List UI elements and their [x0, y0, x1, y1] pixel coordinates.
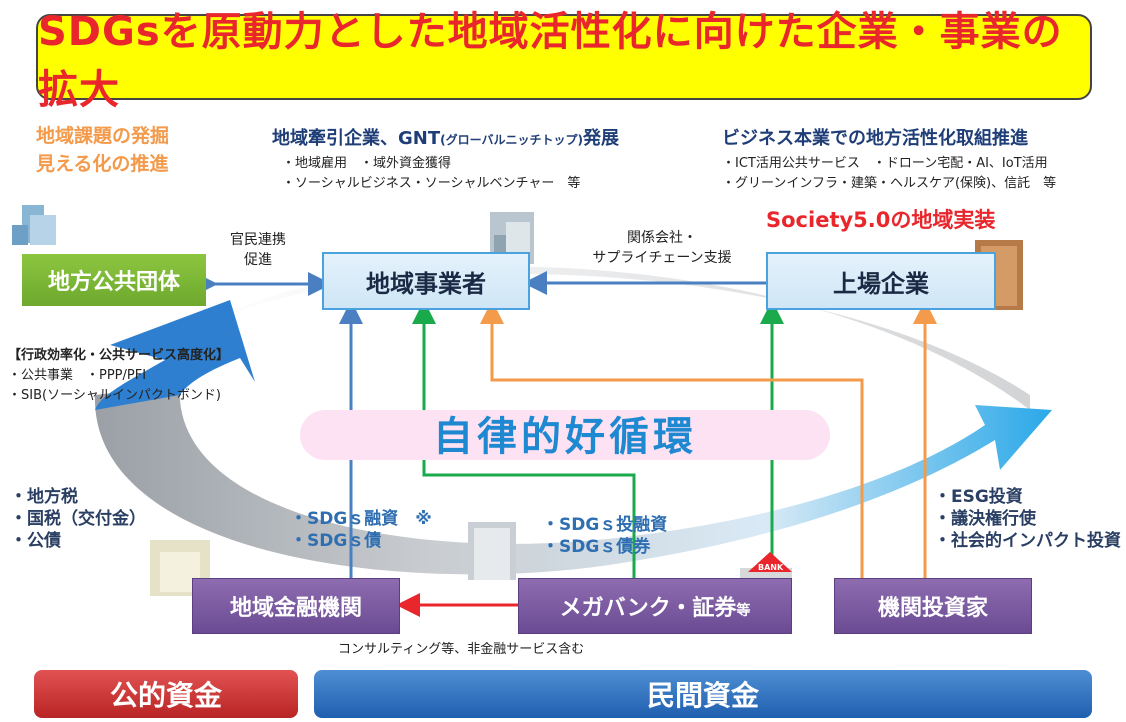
affiliates-line1: 関係会社・ — [627, 230, 697, 246]
discovery-line2: 見える化の推進 — [36, 153, 169, 175]
sdg-loan-line2: ・SDGｓ債 — [290, 531, 382, 551]
tax-line2: ・国税（交付金） — [10, 509, 146, 529]
megabank-node: メガバンク・証券等 — [518, 578, 792, 634]
public-private-label: 官民連携 促進 — [228, 230, 288, 270]
business-bullet2: ・グリーンインフラ・建築・ヘルスケア(保険)、信託 等 — [722, 176, 1057, 191]
cycle-label: 自律的好循環 — [433, 414, 697, 460]
sdg-loan-line1: ・SDGｓ融資 ※ — [290, 509, 432, 529]
local-biz-node: 地域事業者 — [322, 252, 530, 310]
gnt-heading-small: (グローバルニッチトップ) — [440, 133, 583, 147]
business-bullet1: ・ICT活用公共サービス ・ドローン宅配・AI、IoT活用 — [722, 156, 1048, 171]
sdg-invest-line1: ・SDGｓ投融資 — [542, 515, 668, 535]
gnt-block: 地域牽引企業、GNT(グローバルニッチトップ)発展 ・地域雇用 ・域外資金獲得 … — [272, 124, 692, 194]
affiliates-label: 関係会社・ サプライチェーン支援 — [592, 228, 732, 268]
tax-line3: ・公債 — [10, 531, 61, 551]
public-private-line2: 促進 — [244, 252, 272, 268]
sdg-invest-line2: ・SDGｓ債券 — [542, 537, 651, 557]
bank-sign: BANK — [758, 563, 784, 572]
society-label: Society5.0の地域実装 — [766, 208, 996, 232]
gnt-bullet2: ・ソーシャルビジネス・ソーシャルベンチャー 等 — [282, 176, 581, 191]
esg-line1: ・ESG投資 — [934, 487, 1023, 507]
business-heading: ビジネス本業での地方活性化取組推進 — [722, 128, 1028, 149]
tax-line1: ・地方税 — [10, 487, 78, 507]
discovery-heading: 地域課題の発掘 見える化の推進 — [36, 122, 169, 178]
admin-block: 【行政効率化・公共サービス高度化】 ・公共事業 ・PPP/PFI ・SIB(ソー… — [8, 346, 308, 406]
cycle-left-arrow — [95, 300, 255, 410]
gnt-heading-main: 地域牽引企業、GNT — [272, 128, 441, 149]
admin-line2: ・SIB(ソーシャルインパクトボンド) — [8, 388, 221, 403]
public-funds-bar: 公的資金 — [34, 670, 298, 718]
gnt-heading: 地域牽引企業、GNT(グローバルニッチトップ)発展 — [272, 124, 692, 150]
building-gov-icon — [12, 205, 56, 245]
listed-node: 上場企業 — [766, 252, 996, 310]
esg-line2: ・議決権行使 — [934, 509, 1036, 529]
megabank-label: メガバンク・証券 — [559, 596, 737, 621]
sdg-loan-block: ・SDGｓ融資 ※ ・SDGｓ債 — [290, 508, 432, 552]
public-private-line1: 官民連携 — [230, 232, 286, 248]
consulting-label: コンサルティング等、非金融サービス含む — [338, 642, 585, 657]
investors-node: 機関投資家 — [834, 578, 1032, 634]
gnt-bullet1: ・地域雇用 ・域外資金獲得 — [282, 156, 452, 171]
regional-fin-node: 地域金融機関 — [192, 578, 400, 634]
local-gov-node: 地方公共団体 — [22, 254, 206, 306]
sdg-invest-block: ・SDGｓ投融資 ・SDGｓ債券 — [542, 514, 667, 558]
page-title: SDGsを原動力とした地域活性化に向けた企業・事業の拡大 — [36, 9, 1092, 113]
business-block: ビジネス本業での地方活性化取組推進 ・ICT活用公共サービス ・ドローン宅配・A… — [722, 124, 1122, 194]
building-megabank-icon — [468, 522, 516, 580]
private-funds-bar: 民間資金 — [314, 670, 1092, 718]
tax-block: ・地方税 ・国税（交付金） ・公債 — [10, 486, 146, 552]
esg-block: ・ESG投資 ・議決権行使 ・社会的インパクト投資 — [934, 486, 1121, 552]
cycle-label-bg — [300, 410, 830, 460]
admin-heading: 【行政効率化・公共サービス高度化】 — [8, 348, 230, 363]
cycle-lower-band — [94, 385, 1052, 575]
megabank-suffix: 等 — [736, 603, 751, 619]
esg-line3: ・社会的インパクト投資 — [934, 531, 1121, 551]
gnt-heading-end: 発展 — [582, 128, 619, 149]
discovery-line1: 地域課題の発掘 — [36, 125, 170, 147]
affiliates-line2: サプライチェーン支援 — [592, 250, 732, 266]
admin-line1: ・公共事業 ・PPP/PFI — [8, 368, 147, 383]
